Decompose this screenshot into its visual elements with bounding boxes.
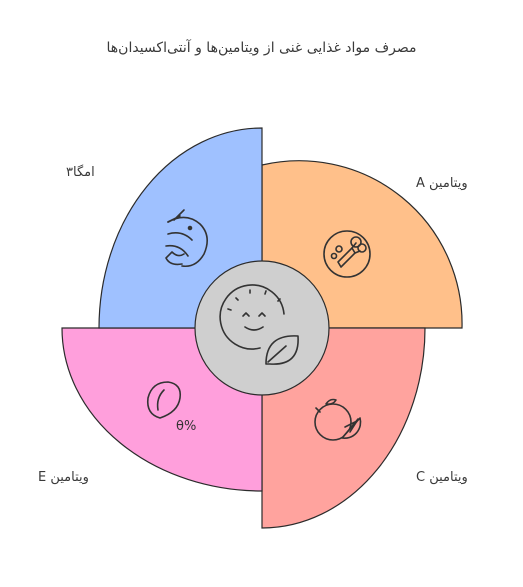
label-vitamin-c: ویتامین C: [416, 470, 468, 485]
citrus-icon: [314, 398, 362, 441]
label-vitamin-a: ویتامین A: [416, 176, 468, 191]
shrimp-icon: [165, 209, 208, 268]
nut-percent-icon: θ%: [146, 381, 196, 434]
svg-text:θ%: θ%: [176, 419, 196, 434]
healthy-face-leaf-icon: [219, 284, 299, 365]
diagram-title: مصرف مواد غذایی غنی از ویتامین‌ها و آنتی…: [106, 40, 417, 56]
label-vitamin-e: ویتامین E: [38, 470, 89, 485]
vegetables-icon: [323, 230, 371, 278]
label-omega3: امگا۳: [66, 165, 95, 180]
